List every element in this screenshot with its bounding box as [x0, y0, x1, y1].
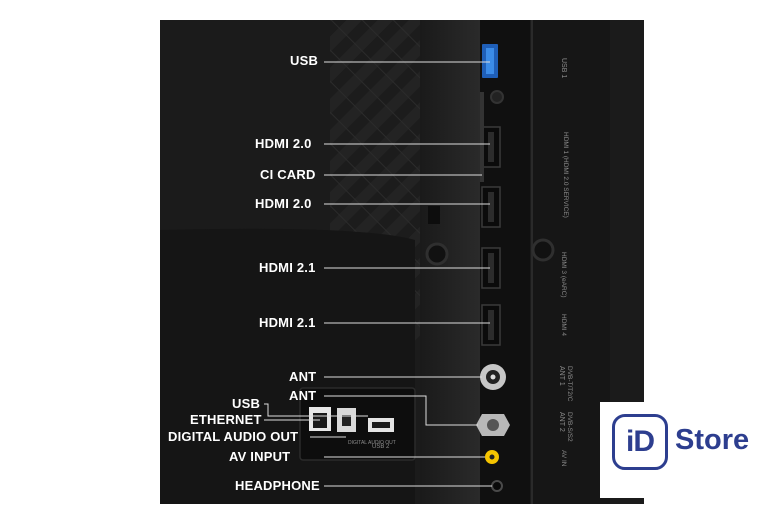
- logo-name: Store: [675, 424, 750, 456]
- ant1-connector: [480, 364, 506, 390]
- id-logo-mark: iD: [612, 414, 668, 470]
- panel-text-ant1-sub: DVB-T/T2/C: [566, 366, 573, 402]
- label-ant-2: ANT: [289, 388, 317, 403]
- lower-connector-block: [299, 387, 416, 461]
- panel-text-hdmi3: HDMI 3 (eARC): [560, 252, 567, 298]
- label-hdmi-2: HDMI 2.0: [255, 196, 312, 211]
- panel-text-digital-audio: DIGITAL AUDIO OUT: [348, 440, 396, 446]
- label-ant-1: ANT: [289, 369, 317, 384]
- label-ci-card: CI CARD: [260, 167, 316, 182]
- panel-text-hdmi-service: HDMI 1 (HDMI 2.0 SERVICE): [562, 132, 569, 218]
- idstore-logo: iD Store: [600, 402, 774, 498]
- label-hdmi-3: HDMI 2.1: [259, 260, 316, 275]
- hdmi-port-2: [481, 186, 501, 228]
- panel-text-ant2-sub: DVB-S/S2: [566, 412, 573, 442]
- av-input-center: [489, 454, 495, 460]
- leader-ant2: [324, 395, 478, 426]
- panel-text-usb1: USB 1: [560, 58, 567, 78]
- panel-text-av-in: AV IN: [560, 450, 567, 467]
- label-usb-bottom: USB: [232, 396, 261, 411]
- label-hdmi-1: HDMI 2.0: [255, 136, 312, 151]
- ci-card-slot: [480, 92, 484, 182]
- label-av-input: AV INPUT: [229, 449, 291, 464]
- mount-hole-1: [425, 242, 449, 266]
- usb-port-bottom-inner: [372, 422, 390, 428]
- label-hdmi-4: HDMI 2.1: [259, 315, 316, 330]
- optical-port-inner: [342, 415, 351, 426]
- label-ethernet: ETHERNET: [190, 412, 262, 427]
- screw: [490, 90, 504, 104]
- hdmi-port-1: [481, 126, 501, 168]
- leader-usb-bottom: [264, 403, 368, 417]
- panel-text-ant1: ANT 1: [558, 366, 565, 386]
- label-headphone: HEADPHONE: [235, 478, 320, 493]
- side-panel: [532, 20, 610, 504]
- mount-hole-2: [531, 238, 555, 262]
- ant2-connector: [476, 414, 510, 436]
- tv-rear-panel-photo: USB 1 HDMI 1 (HDMI 2.0 SERVICE) HDMI 3 (…: [160, 20, 644, 504]
- label-usb-top: USB: [290, 53, 319, 68]
- usb-port-inner: [486, 48, 494, 74]
- headphone-jack: [491, 480, 503, 492]
- id-logo-mark-text: iD: [626, 425, 655, 458]
- label-digital-audio-out: DIGITAL AUDIO OUT: [168, 429, 299, 444]
- hdmi-port-4: [481, 304, 501, 346]
- panel-text-ant2: ANT 2: [558, 412, 565, 432]
- clip: [428, 206, 440, 224]
- panel-text-usb2: USB 2: [372, 444, 390, 450]
- panel-text-hdmi4: HDMI 4: [560, 314, 567, 336]
